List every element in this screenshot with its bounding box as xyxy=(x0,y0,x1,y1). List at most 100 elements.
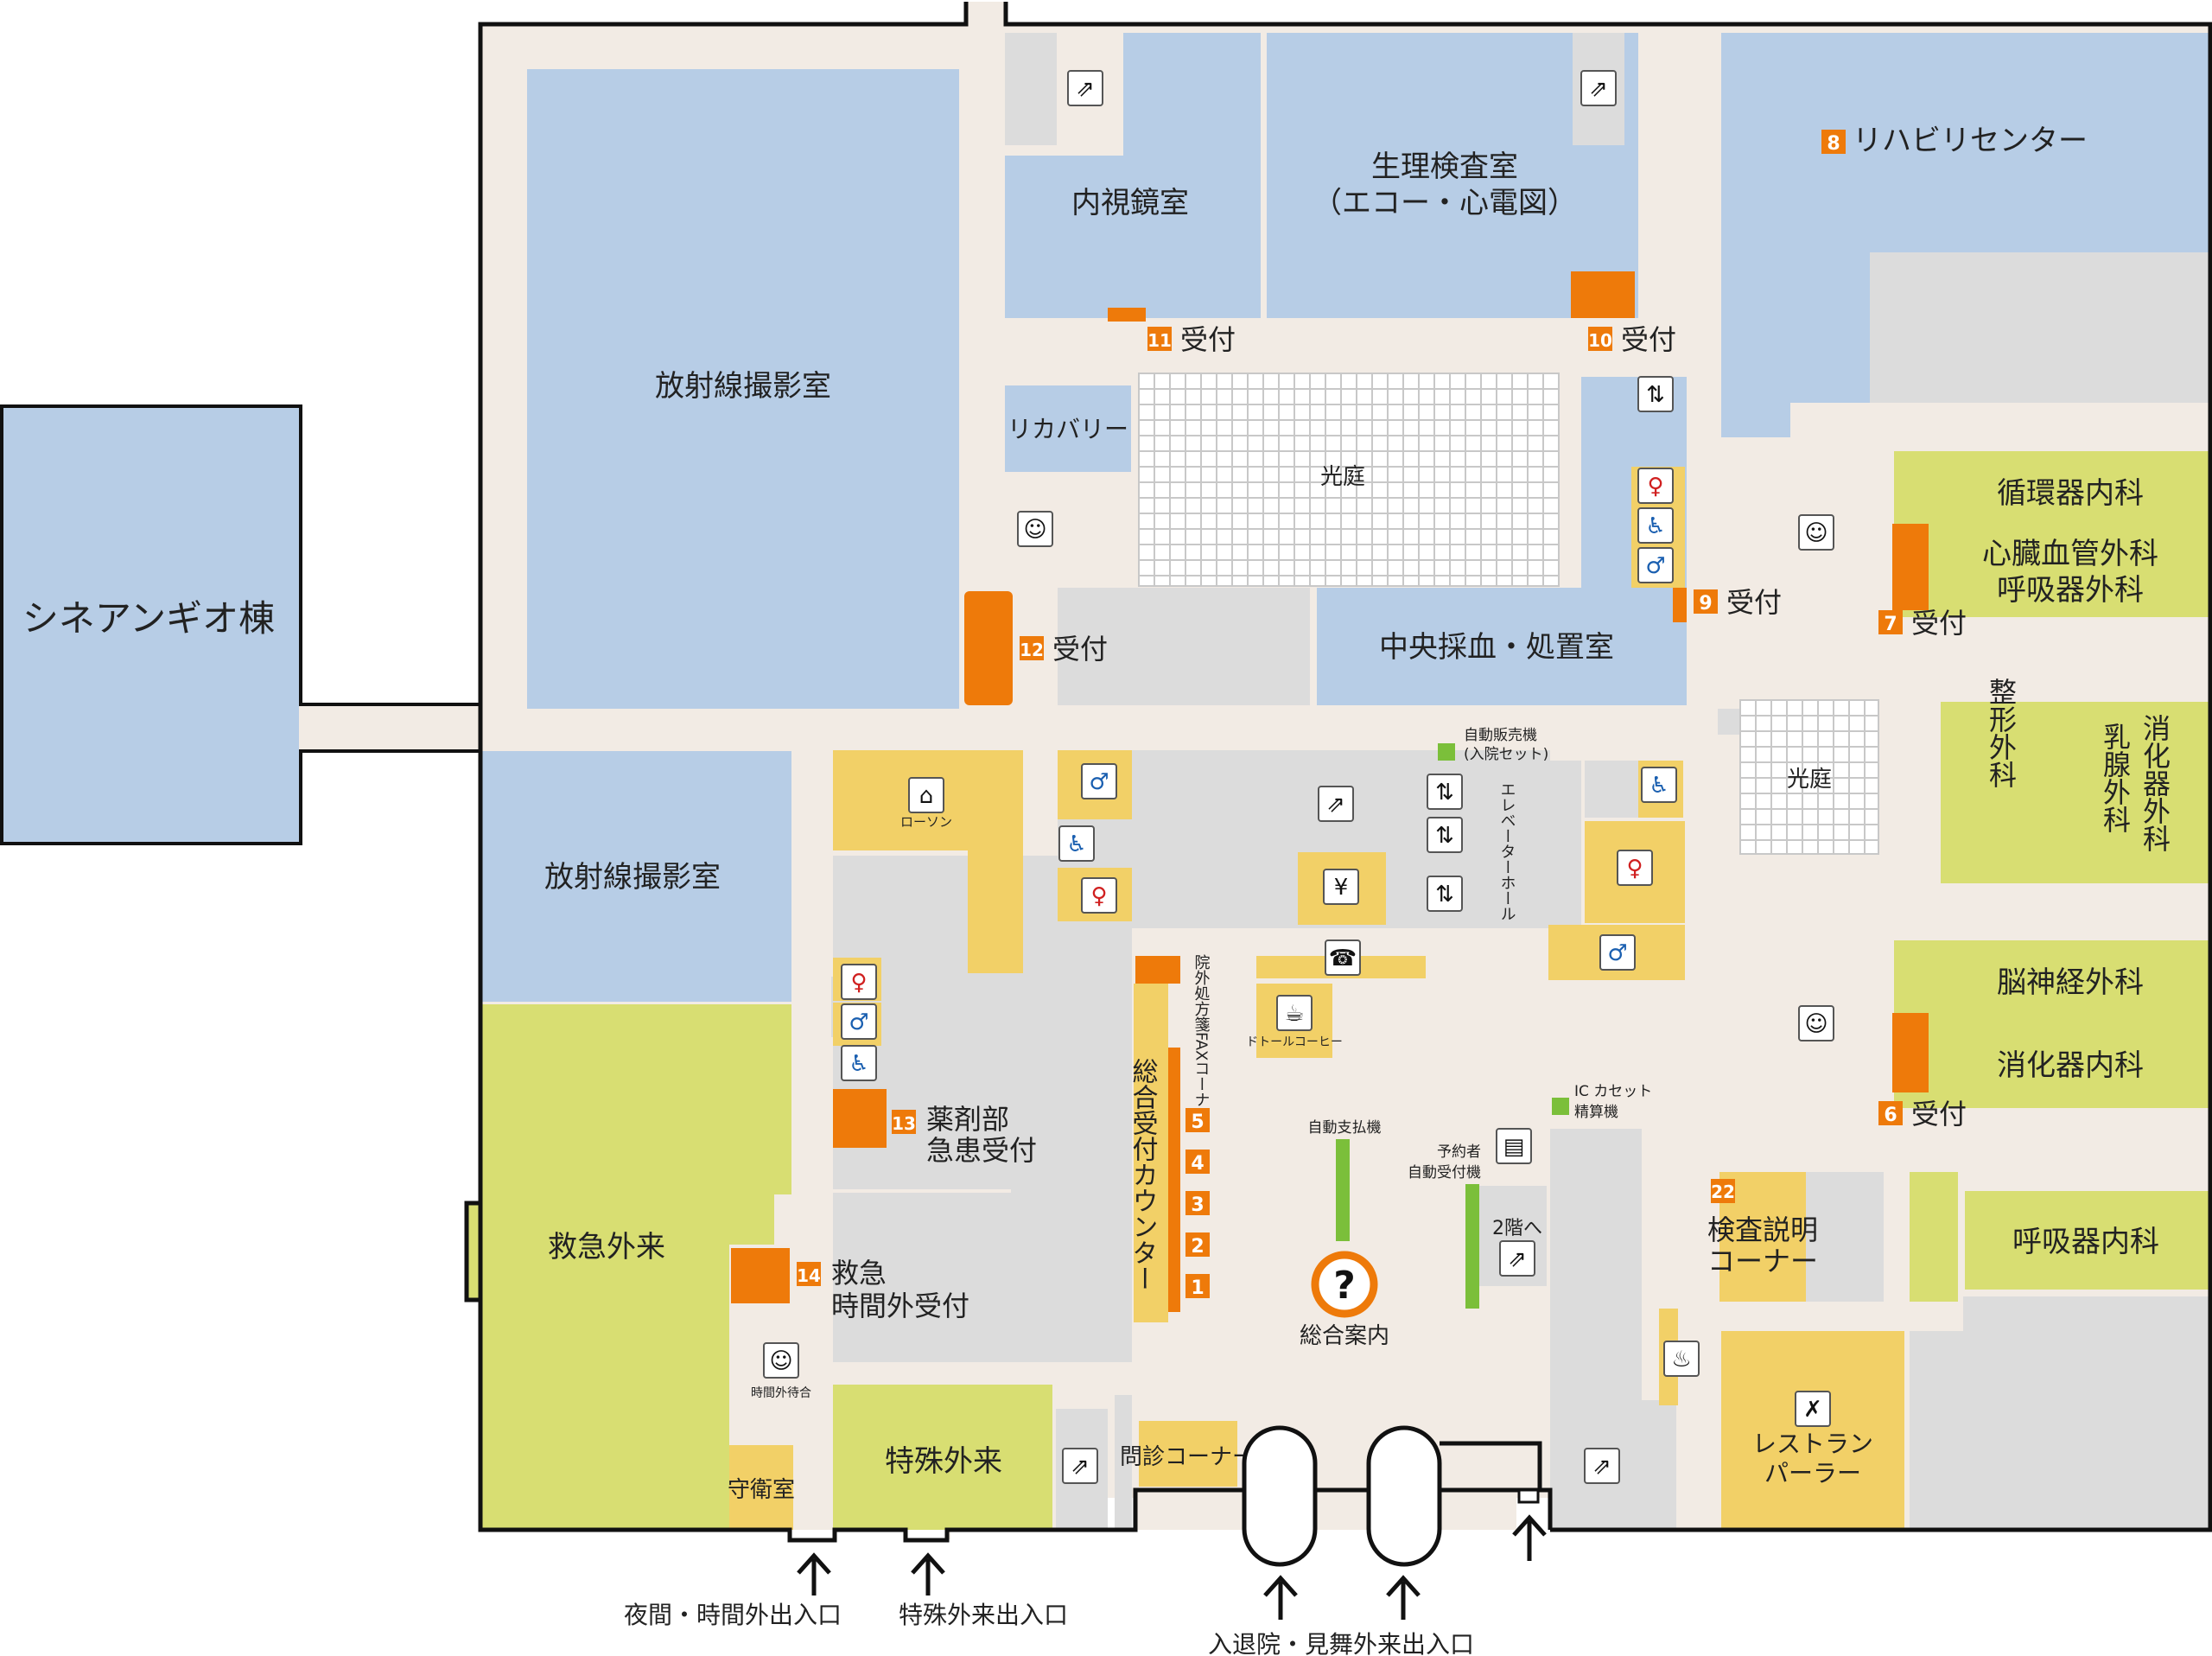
reception-counter-6[interactable] xyxy=(1892,1013,1929,1092)
info-icon[interactable]: ? xyxy=(1311,1251,1378,1318)
revolving-door-1[interactable] xyxy=(1242,1425,1318,1567)
respiratory-label: 呼吸器内科 xyxy=(2012,1225,2159,1259)
surgery-dept[interactable] xyxy=(1941,702,2210,883)
badge-7: 7 xyxy=(1878,610,1903,635)
digestive-surgery-label: 消化器外科 xyxy=(2139,714,2171,852)
svg-text:5: 5 xyxy=(1191,1111,1204,1133)
gray-block xyxy=(1115,1395,1132,1530)
svg-text:♂: ♂ xyxy=(1607,940,1627,966)
neurosurgery-label: 脳神経外科 xyxy=(1997,965,2144,1000)
reception-machine-icon: ▤ xyxy=(1496,1128,1532,1164)
counter-window-2[interactable]: 2 xyxy=(1185,1232,1210,1258)
toilet-female-icon: ♀ xyxy=(1081,877,1117,914)
circulatory-label: 循環器内科 xyxy=(1997,476,2144,511)
svg-text:2: 2 xyxy=(1191,1236,1204,1258)
emergency-reception-label-1: 救急 xyxy=(831,1257,887,1290)
courtyard-center-label: 光庭 xyxy=(1320,464,1365,490)
badge-10: 10 xyxy=(1588,327,1612,351)
up-arrow-icon xyxy=(1386,1575,1421,1620)
main-counter[interactable] xyxy=(1134,1003,1168,1322)
blood-label: 中央採血・処置室 xyxy=(1379,630,1614,665)
reception-counter-9[interactable] xyxy=(1673,588,1687,622)
special-label: 特殊外来 xyxy=(885,1444,1002,1479)
ic-card-machine[interactable] xyxy=(1552,1098,1569,1115)
recovery-room[interactable] xyxy=(1005,385,1131,472)
svg-text:⇗: ⇗ xyxy=(1076,76,1095,102)
thoracic-label: 呼吸器外科 xyxy=(1997,573,2144,608)
special-entrance-label: 特殊外来出入口 xyxy=(899,1601,1068,1629)
annex-connector xyxy=(299,704,480,751)
reception-counter-12[interactable] xyxy=(964,591,1013,705)
reception-counter-13[interactable] xyxy=(833,1089,887,1148)
counter-window-5[interactable]: 5 xyxy=(1185,1108,1210,1133)
lawson-store[interactable] xyxy=(833,750,1023,973)
reserve-label-1: 予約者 xyxy=(1437,1143,1481,1161)
radiology-room-top[interactable] xyxy=(527,69,959,709)
svg-text:13: 13 xyxy=(892,1113,916,1134)
svg-text:⌂: ⌂ xyxy=(919,783,934,809)
guard-room[interactable] xyxy=(729,1445,793,1530)
special-outpatient[interactable] xyxy=(833,1385,1052,1530)
endoscopy-room[interactable] xyxy=(1005,156,1261,318)
radiology-left-label: 放射線撮影室 xyxy=(544,860,721,895)
svg-text:♀: ♀ xyxy=(850,970,867,996)
svg-text:♿: ♿ xyxy=(1649,773,1669,799)
counter-window-3[interactable]: 3 xyxy=(1185,1191,1210,1216)
toilet-male-icon: ♂ xyxy=(1637,547,1674,583)
elevator-icon: ⇅ xyxy=(1427,876,1463,912)
up-arrow-icon xyxy=(911,1552,945,1595)
toilet-male-icon: ♂ xyxy=(1081,763,1117,799)
cardiovascular-label: 心臓血管外科 xyxy=(1982,537,2158,571)
elevator-icon: ⇅ xyxy=(1427,774,1463,810)
vending-machine[interactable] xyxy=(1438,743,1455,761)
svg-text:10: 10 xyxy=(1588,330,1612,351)
badge-22: 22 xyxy=(1711,1179,1735,1203)
reception-counter-11[interactable] xyxy=(1108,308,1146,322)
wheelchair-toilet-icon: ♿ xyxy=(841,1045,877,1081)
reception-counter-10[interactable] xyxy=(1571,271,1635,318)
annex-building[interactable] xyxy=(0,404,302,845)
svg-text:12: 12 xyxy=(1020,640,1044,660)
neurosurgery-dept[interactable] xyxy=(1894,940,2210,1108)
reception-7-label: 受付 xyxy=(1911,607,1967,640)
atm-icon: ¥ xyxy=(1323,869,1359,905)
reception-counter-7[interactable] xyxy=(1892,524,1929,610)
svg-text:⇅: ⇅ xyxy=(1646,382,1665,408)
gastroenterology-label: 消化器内科 xyxy=(1997,1048,2144,1083)
orthopedics-label: 整形外科 xyxy=(1985,678,2018,788)
reception-10-label: 受付 xyxy=(1621,323,1676,356)
badge-12: 12 xyxy=(1020,636,1044,660)
up-arrow-icon xyxy=(1263,1575,1298,1620)
radiology-room-left[interactable] xyxy=(480,751,791,1002)
respiratory-dept[interactable] xyxy=(1965,1191,2210,1290)
reception-counter-14[interactable] xyxy=(731,1248,790,1303)
svg-text:♀: ♀ xyxy=(1647,474,1663,500)
up-arrow-icon xyxy=(797,1552,831,1595)
counter-window-1[interactable]: 1 xyxy=(1185,1274,1210,1299)
circulatory-dept[interactable] xyxy=(1894,451,2210,617)
auto-pay-machine[interactable] xyxy=(1336,1139,1350,1241)
restaurant[interactable] xyxy=(1721,1331,1904,1530)
main-counter-label: 総合受付カウンター xyxy=(1128,1058,1158,1291)
vending-label-2: (入院セット) xyxy=(1464,746,1548,763)
pharmacy-label-1: 薬剤部 xyxy=(926,1103,1009,1136)
reserve-machine[interactable] xyxy=(1465,1184,1479,1309)
svg-text:♂: ♂ xyxy=(1645,553,1665,579)
svg-text:9: 9 xyxy=(1699,593,1712,615)
fax-corner[interactable] xyxy=(1135,956,1180,984)
up-arrow-icon xyxy=(1512,1514,1547,1561)
svg-text:14: 14 xyxy=(797,1265,821,1286)
svg-text:✗: ✗ xyxy=(1803,1397,1822,1423)
svg-text:⇗: ⇗ xyxy=(1508,1246,1527,1272)
svg-text:⇅: ⇅ xyxy=(1435,823,1454,849)
svg-text:22: 22 xyxy=(1711,1181,1735,1202)
revolving-door-2[interactable] xyxy=(1366,1425,1442,1567)
emergency-room[interactable] xyxy=(467,1004,791,1530)
elevator-hall-label: エレベーターホール xyxy=(1498,781,1516,921)
interview-corner[interactable] xyxy=(1139,1421,1237,1487)
gray-block xyxy=(1910,1331,2210,1530)
counter-window-4[interactable]: 4 xyxy=(1185,1150,1210,1175)
escalator-icon: ⇗ xyxy=(1584,1448,1620,1484)
svg-text:⇅: ⇅ xyxy=(1435,882,1454,908)
